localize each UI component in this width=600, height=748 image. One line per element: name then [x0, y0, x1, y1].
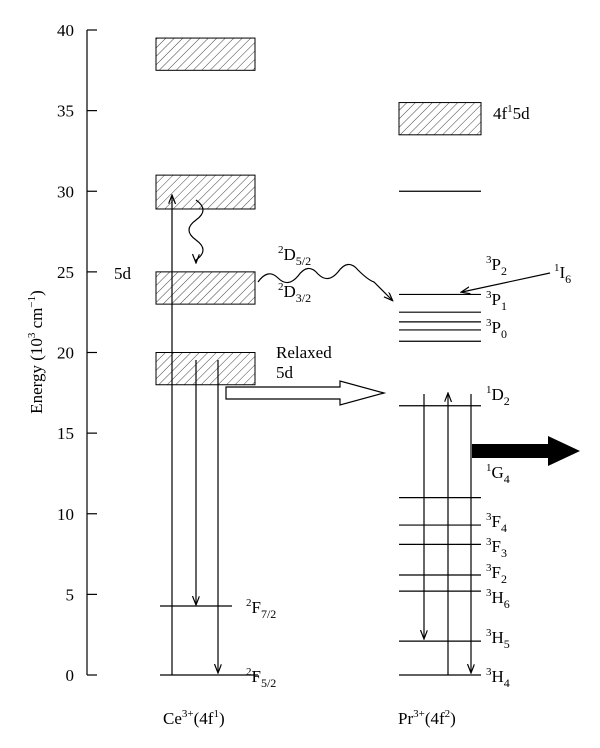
ce-relaxation-wavy-arrow: [188, 199, 204, 262]
y-tick-label: 0: [66, 666, 75, 685]
relaxed-5d-transfer-arrow: [225, 380, 387, 406]
ce-5d-label: 5d: [114, 264, 132, 283]
pr-levels: [399, 190, 481, 676]
relaxed-label-line2: 5d: [276, 363, 294, 382]
y-tick-label: 20: [57, 344, 74, 363]
ce-5d-band: [155, 37, 256, 71]
ce-ion-label: Ce3+(4f1): [163, 708, 225, 728]
pr-f2-label: 3F2: [486, 562, 507, 586]
relaxed-label-line1: Relaxed: [276, 343, 332, 362]
y-tick-label: 5: [66, 585, 75, 604]
pr-f4-label: 3F4: [486, 511, 507, 535]
pr-p0-label: 3P0: [486, 317, 507, 341]
pr-h5-label: 3H5: [486, 627, 510, 651]
ce-5d-band: [155, 174, 256, 210]
pr-level-labels: 3H4 3H5 3H6 3F2 3F3 3F4 1G4 1D2 3P0 3P1 …: [486, 254, 571, 690]
pr-f3-label: 3F3: [486, 536, 507, 560]
pr-4f5d-label: 4f15d: [493, 103, 530, 123]
y-tick-label: 30: [57, 182, 74, 201]
y-axis: 0 5 10 15 20 25 30 35 40: [57, 21, 97, 685]
pr-g4-label: 1G4: [486, 462, 510, 486]
pr-i6-label: 1I6: [554, 262, 571, 286]
pr-4f5d-band: [398, 102, 482, 136]
ce-5d-bands: [155, 37, 256, 386]
pr-h6-label: 3H6: [486, 587, 510, 611]
y-tick-label: 10: [57, 505, 74, 524]
pr-i6-pointer-arrow: [462, 272, 551, 292]
ce-f72-label: 2F7/2: [246, 597, 276, 621]
pr-p2-label: 3P2: [486, 254, 507, 278]
ce-5d-band: [155, 352, 256, 386]
d52-label: 2D5/2: [278, 244, 311, 268]
y-tick-label: 40: [57, 21, 74, 40]
y-tick-label: 15: [57, 424, 74, 443]
y-tick-label: 35: [57, 102, 74, 121]
pr-emission-output-arrow: [472, 436, 580, 466]
d32-label: 2D3/2: [278, 281, 311, 305]
pr-d2-label: 1D2: [486, 384, 510, 408]
pr-p1-label: 3P1: [486, 289, 507, 313]
energy-transfer-wavy-arrow: [257, 263, 392, 300]
pr-ion-label: Pr3+(4f2): [398, 708, 456, 728]
pr-h4-label: 3H4: [486, 666, 510, 690]
ce-5d-band: [155, 271, 256, 305]
y-axis-label: Energy (103 cm−1): [26, 290, 46, 414]
y-tick-label: 25: [57, 263, 74, 282]
ce-f52-label: 2F5/2: [246, 666, 276, 690]
